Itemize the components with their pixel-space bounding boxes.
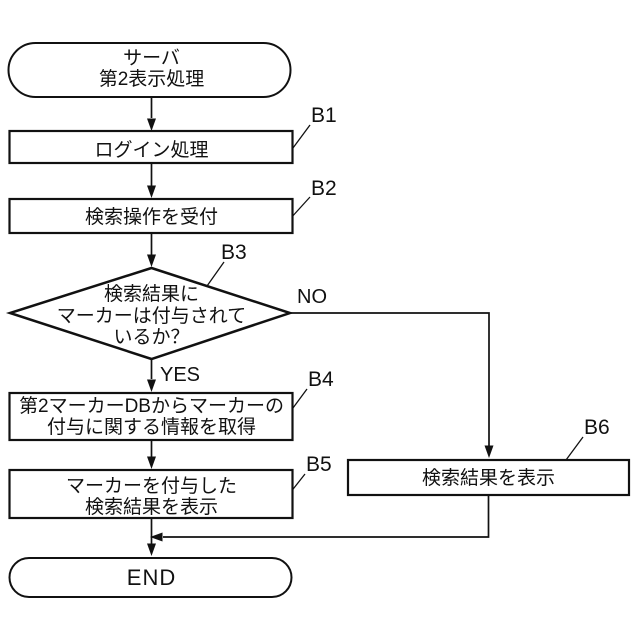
- ref-label-b4: B4: [308, 368, 334, 391]
- ref-label-b2: B2: [311, 177, 337, 200]
- start-label-line2: 第2表示処理: [99, 68, 205, 90]
- b3-label-line1: 検索結果に: [104, 283, 199, 305]
- arrowhead-into-b1: [147, 118, 156, 131]
- ref-label-b6: B6: [584, 416, 610, 439]
- b6-label: 検索結果を表示: [422, 467, 555, 489]
- arrowhead-merge-left: [150, 532, 163, 542]
- branch-label-no: NO: [297, 286, 327, 308]
- b5-label-line2: 検索結果を表示: [85, 496, 218, 518]
- process-b4-box: [8, 391, 294, 442]
- start-terminator: [7, 42, 292, 98]
- process-b1-box: [8, 129, 294, 165]
- b3-label-line2: マーカーは付与されて: [57, 305, 246, 327]
- arrowhead-into-b4: [147, 379, 156, 392]
- decision-b3-diamond: [5, 266, 295, 361]
- arrowhead-into-b5: [147, 456, 156, 469]
- b2-label: 検索操作を受付: [85, 206, 218, 228]
- ref-label-b1: B1: [311, 104, 337, 127]
- b5-label-line1: マーカーを付与した: [66, 475, 237, 497]
- process-b6-box: [346, 458, 631, 497]
- arrowhead-into-b3: [147, 254, 156, 267]
- end-terminator: [8, 557, 293, 598]
- leader-line-b3: [206, 261, 225, 287]
- process-b5-box: [8, 468, 294, 520]
- b3-label-line3: いるか？: [113, 327, 189, 348]
- process-b2-box: [8, 197, 294, 235]
- arrowhead-into-b2: [147, 185, 156, 198]
- arrowhead-into-end: [147, 543, 156, 556]
- ref-label-b3: B3: [221, 241, 247, 264]
- b1-label: ログイン処理: [94, 139, 208, 161]
- ref-label-b5: B5: [306, 453, 332, 476]
- end-label: END: [127, 565, 176, 590]
- connector-b6-merge: [163, 495, 490, 538]
- branch-label-yes: YES: [160, 364, 200, 386]
- start-label-line1: サーバ: [123, 48, 180, 69]
- leader-line-b6: [565, 436, 584, 461]
- b4-label-line2: 付与に関する情報を取得: [47, 416, 256, 438]
- connector-b3-no-b6: [290, 312, 490, 446]
- arrowhead-into-b6: [484, 445, 494, 458]
- b4-label-line1: 第2マーカーDBからマーカーの: [19, 395, 284, 417]
